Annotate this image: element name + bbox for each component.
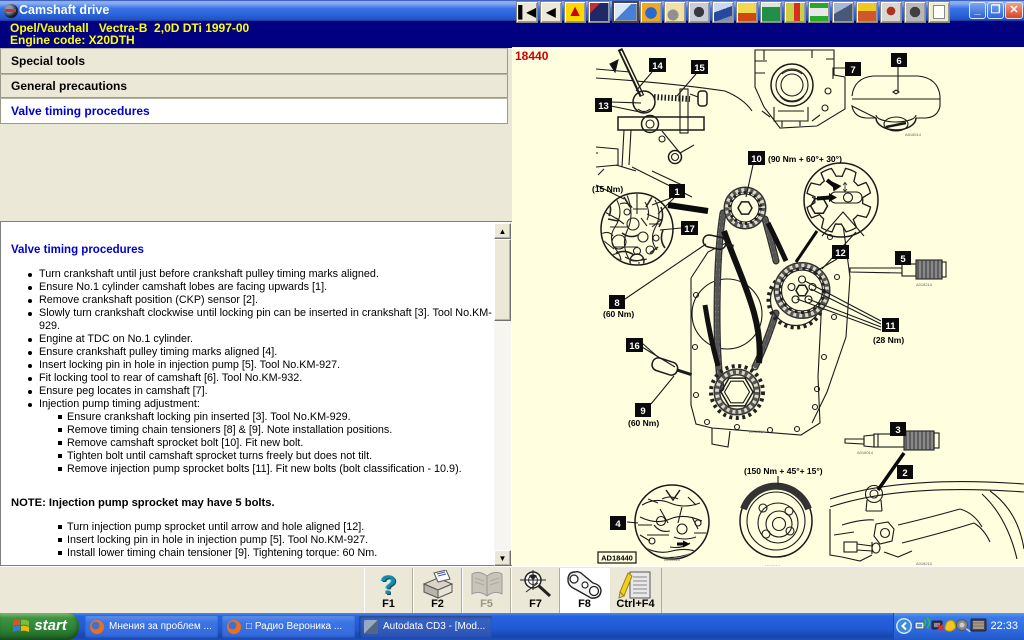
svg-text:18440: 18440 xyxy=(515,49,549,63)
svg-text:8: 8 xyxy=(614,298,619,309)
svg-text:(90 Nm + 60°+ 30°): (90 Nm + 60°+ 30°) xyxy=(768,154,842,164)
svg-text:14: 14 xyxy=(652,61,663,72)
svg-text:A018210: A018210 xyxy=(916,561,933,566)
svg-text:9: 9 xyxy=(640,406,645,417)
svg-text:7: 7 xyxy=(850,65,855,76)
svg-text:16: 16 xyxy=(629,341,640,352)
svg-text:(60 Nm): (60 Nm) xyxy=(603,309,634,319)
svg-text:6: 6 xyxy=(896,56,901,67)
svg-text:4: 4 xyxy=(615,519,621,530)
svg-text:12: 12 xyxy=(835,248,846,259)
svg-text:(28 Nm): (28 Nm) xyxy=(873,335,904,345)
svg-text:A018014: A018014 xyxy=(749,429,766,434)
svg-text:15: 15 xyxy=(694,63,705,74)
svg-text:A818514: A818514 xyxy=(905,132,922,137)
svg-text:(15 Nm): (15 Nm) xyxy=(592,184,623,194)
svg-text:13: 13 xyxy=(598,101,609,112)
svg-text:3: 3 xyxy=(895,425,900,436)
svg-text:10: 10 xyxy=(751,154,762,165)
svg-text:A018214: A018214 xyxy=(916,282,933,287)
svg-text:A018014: A018014 xyxy=(857,450,874,455)
svg-text:1: 1 xyxy=(674,187,680,198)
svg-text:11: 11 xyxy=(885,321,896,332)
svg-text:5: 5 xyxy=(900,254,906,265)
svg-text:2: 2 xyxy=(902,468,907,479)
svg-text:(60 Nm): (60 Nm) xyxy=(628,418,659,428)
svg-text:A010310: A010310 xyxy=(664,557,681,562)
svg-text:AD18440: AD18440 xyxy=(601,554,633,563)
svg-text:(150 Nm + 45°+ 15°): (150 Nm + 45°+ 15°) xyxy=(744,466,823,476)
svg-text:17: 17 xyxy=(684,224,695,235)
